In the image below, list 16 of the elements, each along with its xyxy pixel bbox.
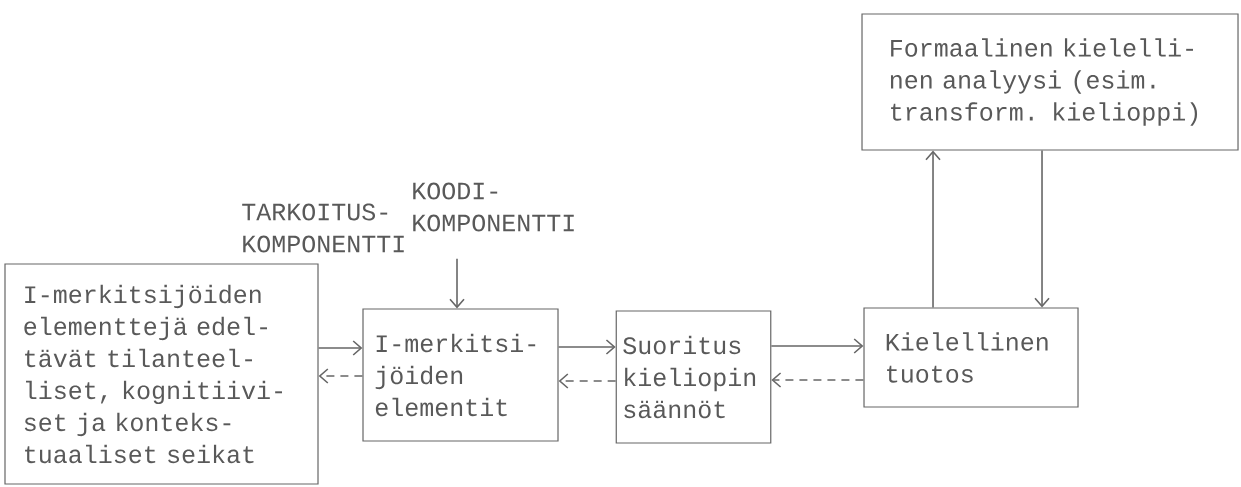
process-box: Formaalinen kielelli- nen analyysi (esim. transform. kielioppi): [861, 13, 1239, 151]
component-label: KOODI- KOMPONENTTI: [413, 182, 574, 232]
process-box: I-merkitsijöiden elementtejä edel- tävät tilanteel- liset, kognitiivi- set ja konteks- tuaaliset seikat: [4, 263, 319, 485]
arrow: [318, 368, 364, 384]
arrow: [771, 372, 865, 388]
arrow: [925, 150, 941, 309]
process-box: Kielellinen tuotos: [863, 307, 1079, 408]
process-box: Suoritus kieliopin säännöt: [615, 310, 772, 444]
component-label: TARKOITUS- KOMPONENTTI: [242, 203, 404, 253]
arrow: [557, 339, 616, 355]
arrow: [449, 257, 465, 309]
arrow: [770, 338, 864, 354]
arrow: [1034, 149, 1050, 308]
arrow: [558, 373, 617, 389]
process-box: I-merkitsi- jöiden elementit: [362, 308, 559, 442]
arrow: [317, 340, 363, 356]
